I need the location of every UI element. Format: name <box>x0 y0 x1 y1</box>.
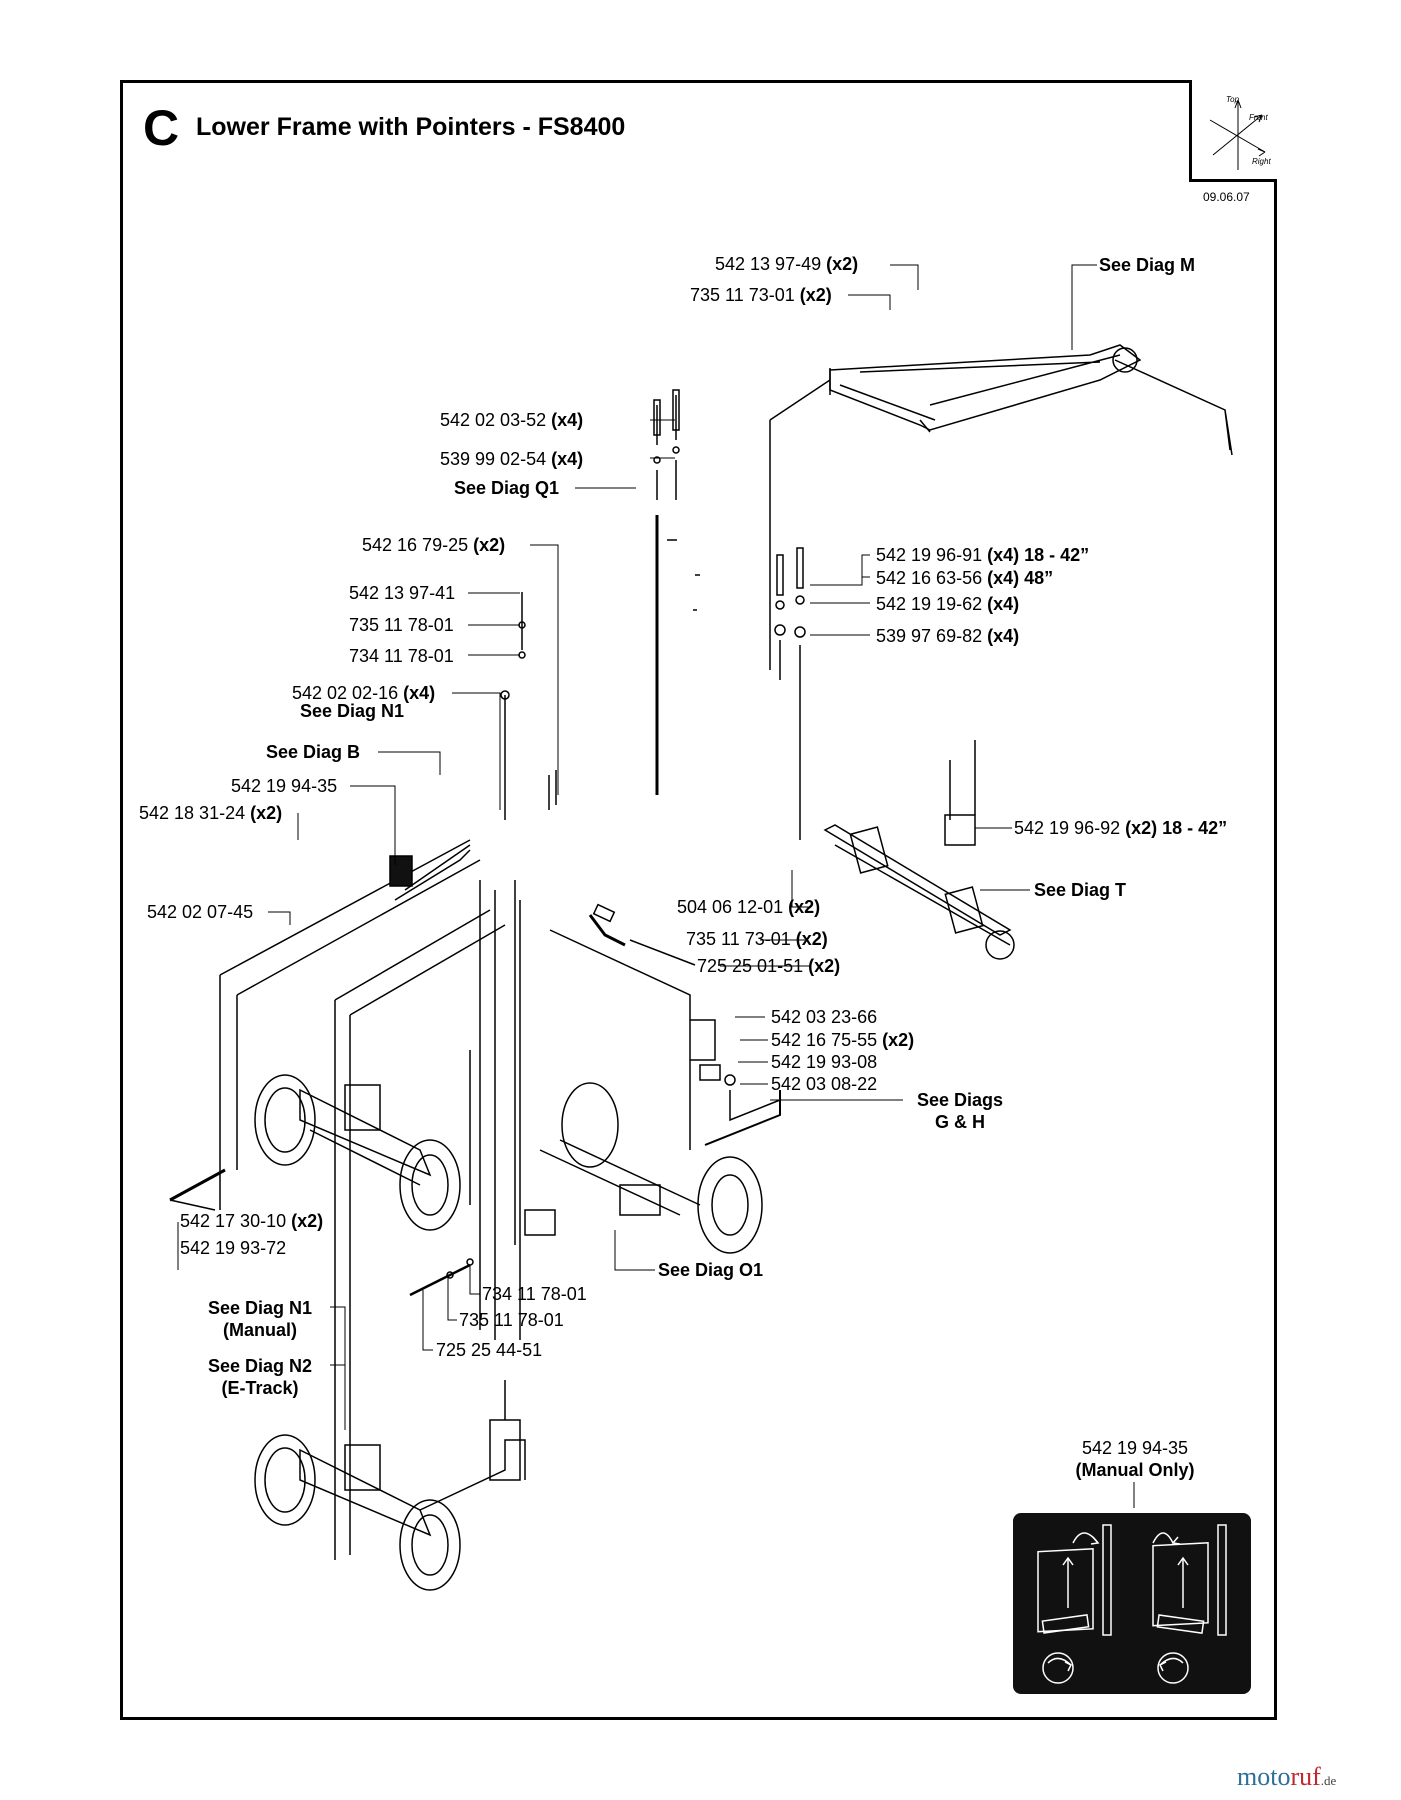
callout-735-11-78-01-upper: 735 11 78-01 <box>349 615 454 635</box>
callout-725-25-44-51: 725 25 44-51 <box>436 1340 543 1360</box>
section-letter: C <box>143 100 180 156</box>
callout-504-06-12-01: 504 06 12-01 (x2) <box>677 897 821 917</box>
callout-542-03-23-66: 542 03 23-66 <box>771 1007 878 1027</box>
callout-542-18-31-24: 542 18 31-24 (x2) <box>139 803 283 823</box>
callout-735-11-73-01-mid: 735 11 73-01 (x2) <box>686 929 828 949</box>
callout-542-03-08-22: 542 03 08-22 <box>771 1074 878 1094</box>
watermark-logo: motoruf.de <box>1237 1762 1337 1791</box>
diagram-frame <box>120 80 1277 1720</box>
wheel-assembly-n1 <box>254 1074 461 1231</box>
callout-542-19-96-91: 542 19 96-91 (x4) 18 - 42” <box>876 545 1090 565</box>
callout-539-99-02-54: 539 99 02-54 (x4) <box>440 449 584 469</box>
callout-542-02-03-52: 542 02 03-52 (x4) <box>440 410 584 430</box>
wheel-assembly-o1 <box>524 1082 763 1254</box>
callout-see-diag-n1-upper: See Diag N1 <box>300 701 405 721</box>
callout-542-19-93-08: 542 19 93-08 <box>771 1052 878 1072</box>
callout-542-19-93-72: 542 19 93-72 <box>180 1238 287 1258</box>
axle-assembly <box>799 740 1015 960</box>
callout-735-11-73-01-top: 735 11 73-01 (x2) <box>690 285 832 305</box>
callout-542-13-97-49: 542 13 97-49 (x2) <box>715 254 859 274</box>
callout-see-diag-b: See Diag B <box>266 742 361 762</box>
callout-542-19-19-62: 542 19 19-62 (x4) <box>876 594 1020 614</box>
callout-734-11-78-01-upper: 734 11 78-01 <box>349 646 454 666</box>
callout-542-16-79-25: 542 16 79-25 (x2) <box>362 535 506 555</box>
pointer-rotation-icon <box>1037 1524 1227 1684</box>
orientation-compass-icon <box>1189 80 1277 182</box>
callout-see-diag-m: See Diag M <box>1099 255 1196 275</box>
callout-734-11-78-01-lower: 734 11 78-01 <box>482 1284 587 1304</box>
callout-542-02-02-16: 542 02 02-16 (x4) <box>292 683 436 703</box>
callout-see-diag-n1-manual: See Diag N1(Manual) <box>207 1298 313 1340</box>
callout-735-11-78-01-lower: 735 11 78-01 <box>459 1310 564 1330</box>
callout-see-diag-o1: See Diag O1 <box>658 1260 764 1280</box>
callout-542-19-94-35: 542 19 94-35 <box>231 776 338 796</box>
a-frame-part <box>829 344 1233 456</box>
callout-539-97-69-82: 539 97 69-82 (x4) <box>876 626 1020 646</box>
callout-542-13-97-41: 542 13 97-41 <box>349 583 456 603</box>
revision-date: 09.06.07 <box>1203 190 1250 204</box>
callout-725-25-01-51: 725 25 01-51 (x2) <box>697 956 841 976</box>
callout-see-diag-q1: See Diag Q1 <box>454 478 560 498</box>
pointer-adjustment-inset <box>1013 1513 1251 1694</box>
callout-542-02-07-45: 542 02 07-45 <box>147 902 254 922</box>
wheel-assembly-n2 <box>254 1380 526 1591</box>
callout-manual-only: 542 19 94-35(Manual Only) <box>1075 1438 1195 1480</box>
callout-542-17-30-10: 542 17 30-10 (x2) <box>180 1211 324 1231</box>
callout-see-diag-t: See Diag T <box>1034 880 1127 900</box>
callout-see-diag-n2-etrack: See Diag N2(E-Track) <box>207 1356 313 1398</box>
callout-542-16-63-56: 542 16 63-56 (x4) 48” <box>876 568 1054 588</box>
callout-542-19-96-92: 542 19 96-92 (x2) 18 - 42” <box>1014 818 1228 838</box>
callout-542-16-75-55: 542 16 75-55 (x2) <box>771 1030 915 1050</box>
page-title: Lower Frame with Pointers - FS8400 <box>196 113 626 141</box>
